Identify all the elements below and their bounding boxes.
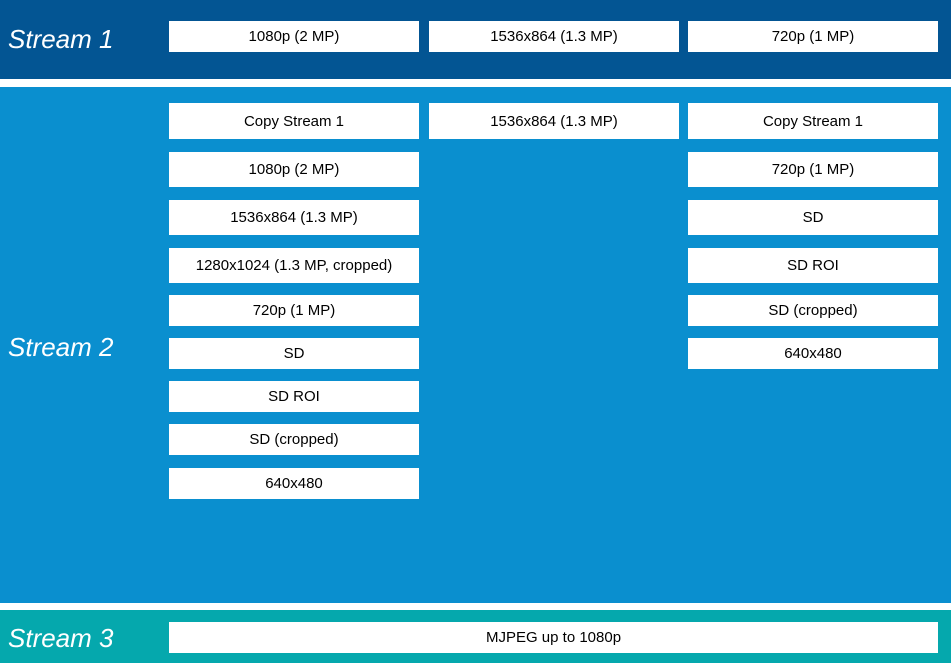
stream-1-option: 1536x864 (1.3 MP) — [429, 21, 679, 52]
stream-1-option: 720p (1 MP) — [688, 21, 938, 52]
stream-2-band: Stream 2 Copy Stream 1 1080p (2 MP) 1536… — [0, 87, 951, 603]
stream-2-col3-option: SD (cropped) — [688, 295, 938, 326]
stream-2-col1-option: SD (cropped) — [169, 424, 419, 455]
stream-1-label: Stream 1 — [8, 24, 114, 54]
stream-2-col1-option: 720p (1 MP) — [169, 295, 419, 326]
stream-2-col1-option: 1536x864 (1.3 MP) — [169, 200, 419, 235]
stream-2-col3-option: SD — [688, 200, 938, 235]
stream-3-label: Stream 3 — [8, 623, 114, 653]
stream-2-col1-option: Copy Stream 1 — [169, 103, 419, 139]
stream-2-col3-option: SD ROI — [688, 248, 938, 283]
stream-2-col1-option: SD ROI — [169, 381, 419, 412]
stream-3-option: MJPEG up to 1080p — [169, 622, 938, 653]
stream-2-col2-option: 1536x864 (1.3 MP) — [429, 103, 679, 139]
stream-2-label: Stream 2 — [8, 332, 114, 362]
stream-1-band: Stream 1 1080p (2 MP) 1536x864 (1.3 MP) … — [0, 0, 951, 79]
stream-2-col1-option: 1080p (2 MP) — [169, 152, 419, 187]
stream-2-col3-option: 640x480 — [688, 338, 938, 369]
stream-2-col3-option: Copy Stream 1 — [688, 103, 938, 139]
stream-2-col1-option: 1280x1024 (1.3 MP, cropped) — [169, 248, 419, 283]
stream-1-option: 1080p (2 MP) — [169, 21, 419, 52]
stream-3-band: Stream 3 MJPEG up to 1080p — [0, 610, 951, 663]
stream-2-col1-option: 640x480 — [169, 468, 419, 499]
stream-2-col1-option: SD — [169, 338, 419, 369]
stream-2-col3-option: 720p (1 MP) — [688, 152, 938, 187]
